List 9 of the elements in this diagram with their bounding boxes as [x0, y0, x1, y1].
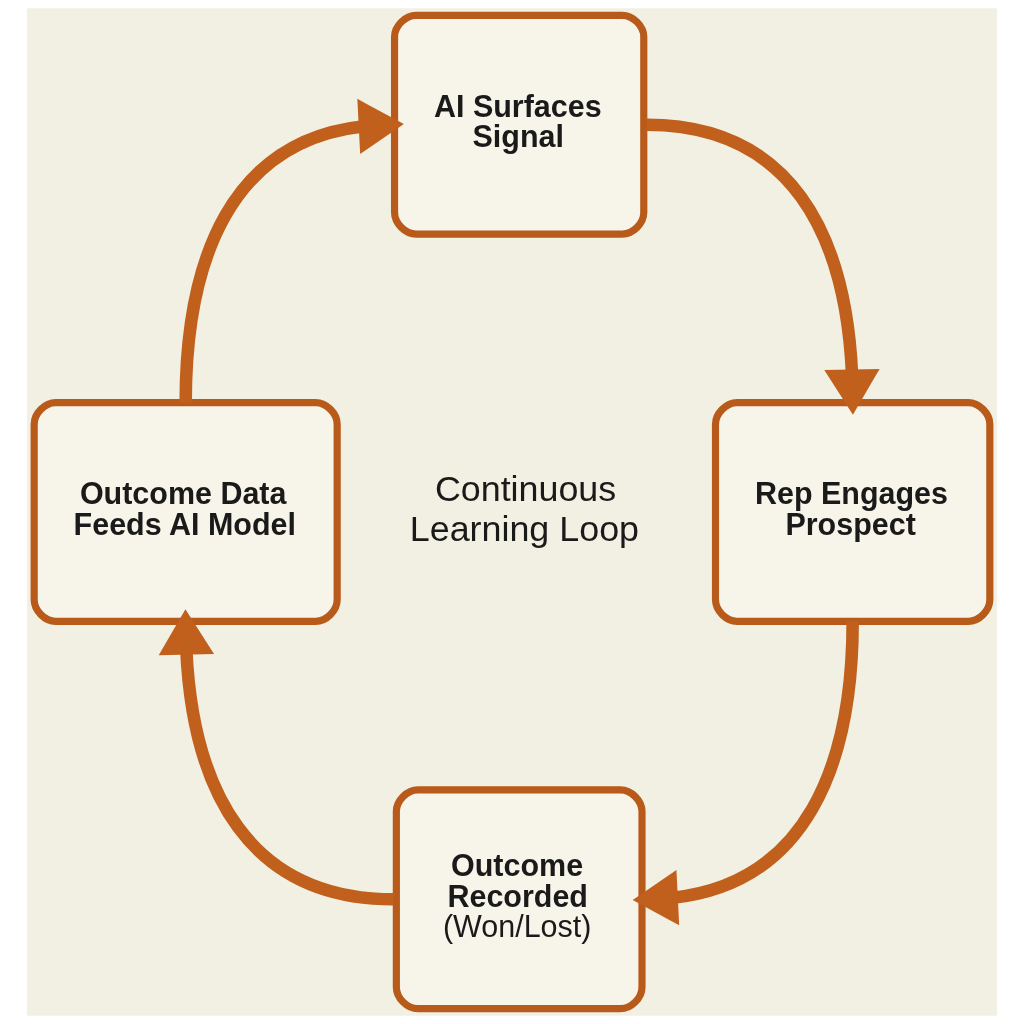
arrow [158, 609, 395, 906]
label: Continuous Learning Loop [409, 469, 640, 549]
node-box: AI Surfaces Signal [390, 11, 648, 238]
node-box: Outcome Recorded (Won/Lost) [392, 786, 646, 1013]
node-box: Rep Engages Prospect [711, 399, 994, 625]
arrow [646, 118, 880, 415]
arrow [179, 98, 404, 403]
arrow [632, 621, 859, 926]
node-box: Outcome Data Feeds AI Model [30, 399, 341, 625]
